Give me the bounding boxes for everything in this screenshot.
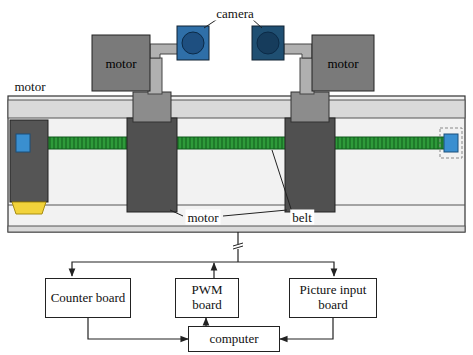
belt-label: belt bbox=[290, 210, 314, 225]
signal-arrow bbox=[88, 318, 188, 339]
motor-label: motor bbox=[325, 56, 360, 71]
board-box: PWM board bbox=[175, 278, 239, 318]
pulley-housing bbox=[440, 128, 462, 158]
motor-label: motor bbox=[185, 210, 220, 225]
upper-rail bbox=[8, 100, 465, 118]
belt bbox=[22, 137, 452, 149]
cable-break bbox=[233, 243, 243, 246]
box-label: PWM board bbox=[180, 283, 234, 313]
bracket bbox=[150, 44, 178, 58]
carriage-motor bbox=[127, 118, 177, 212]
signal-wire bbox=[72, 262, 238, 276]
cable bbox=[237, 232, 238, 244]
motor-label: motor bbox=[12, 79, 47, 94]
camera-body bbox=[252, 26, 284, 60]
signal-arrow bbox=[205, 318, 206, 326]
signal-arrow bbox=[280, 318, 333, 339]
box-label: Picture input board bbox=[294, 283, 372, 313]
motor-label: motor bbox=[103, 56, 138, 71]
lower-rail-edge bbox=[8, 205, 465, 206]
pulley bbox=[444, 134, 458, 152]
camera-label: camera bbox=[214, 6, 256, 21]
pulley bbox=[16, 134, 30, 152]
leader-line bbox=[272, 150, 292, 212]
computer-box: computer bbox=[188, 326, 280, 352]
box-label: computer bbox=[209, 332, 258, 347]
drive-motor bbox=[10, 120, 48, 202]
signal-wire bbox=[238, 262, 334, 276]
leader-line bbox=[170, 210, 183, 216]
camera-body bbox=[177, 26, 209, 60]
bracket bbox=[284, 44, 312, 58]
cable-break bbox=[233, 246, 243, 249]
box-label: Counter board bbox=[51, 291, 126, 306]
tilt-motor bbox=[312, 35, 374, 91]
carriage-mount bbox=[291, 92, 329, 122]
leader-line bbox=[223, 210, 287, 216]
board-box: Picture input board bbox=[289, 278, 377, 318]
cable bbox=[237, 249, 238, 262]
base-rail bbox=[8, 226, 465, 232]
motor-gear bbox=[12, 202, 46, 214]
camera-lens bbox=[257, 32, 279, 54]
carriage-motor bbox=[285, 118, 335, 212]
tilt-motor bbox=[92, 35, 150, 91]
board-box: Counter board bbox=[45, 278, 131, 318]
camera-lens bbox=[182, 32, 204, 54]
frame bbox=[8, 96, 465, 232]
carriage-mount bbox=[133, 92, 171, 122]
